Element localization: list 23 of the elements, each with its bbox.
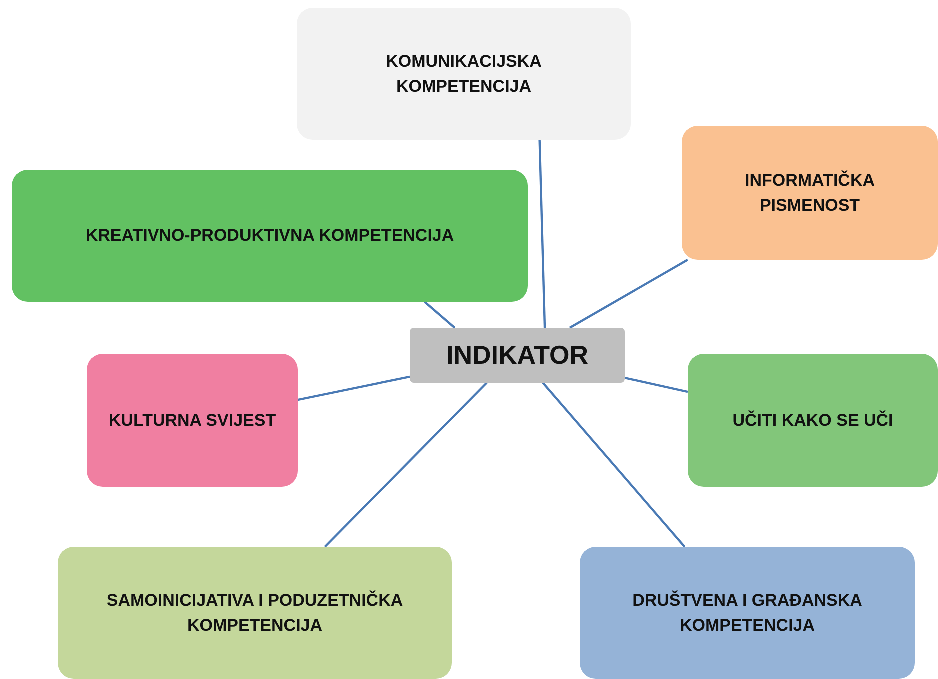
- competence-box: [58, 547, 452, 679]
- center-box: [410, 328, 625, 383]
- connector-line: [569, 259, 688, 329]
- box-label: KOMUNIKACIJSKA KOMPETENCIJA: [385, 50, 543, 98]
- connector-line: [424, 301, 456, 329]
- box-label: KULTURNA SVIJEST: [108, 410, 276, 432]
- competence-box: [297, 8, 631, 140]
- box-label: UČITI KAKO SE UČI: [732, 410, 894, 432]
- competence-box: [580, 547, 915, 679]
- competence-box: [87, 354, 298, 487]
- center-label: INDIKATOR: [446, 339, 589, 372]
- box-label: KREATIVNO-PRODUKTIVNA KOMPETENCIJA: [86, 225, 454, 248]
- competence-box: [688, 354, 938, 487]
- box-label: INFORMATIČKA PISMENOST: [744, 170, 876, 217]
- competence-box: [12, 170, 528, 302]
- connector-line: [324, 382, 488, 548]
- connector-line: [538, 140, 546, 328]
- competence-box: [682, 126, 938, 260]
- box-label: DRUŠTVENA I GRAĐANSKA KOMPETENCIJA: [632, 590, 864, 637]
- connector-line: [624, 376, 688, 394]
- box-label: SAMOINICIJATIVA I PODUZETNIČKA KOMPETENCIJA: [106, 590, 404, 637]
- connector-line: [298, 376, 410, 402]
- connector-line: [542, 382, 686, 548]
